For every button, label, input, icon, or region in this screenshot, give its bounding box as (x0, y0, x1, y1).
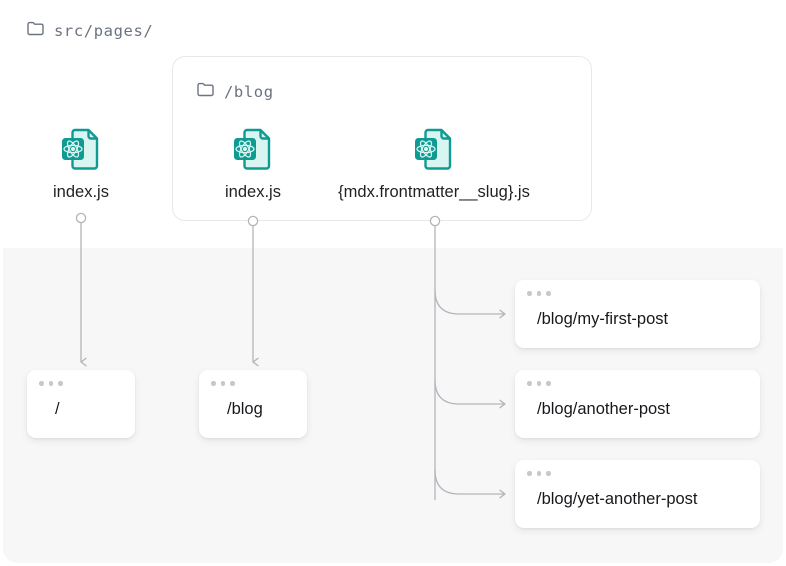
file-node-root-index[interactable]: index.js (0, 124, 162, 202)
breadcrumb-src-pages: src/pages/ (27, 21, 153, 40)
file-label: index.js (225, 183, 281, 201)
route-card-blog[interactable]: /blog (199, 370, 307, 438)
window-dots-icon (527, 381, 551, 386)
route-url: /blog (227, 400, 263, 418)
breadcrumb-src-pages-label: src/pages/ (54, 21, 154, 40)
react-file-icon (227, 124, 279, 172)
window-dots-icon (211, 381, 235, 386)
file-node-blog-slug[interactable]: {mdx.frontmatter__slug}.js (334, 124, 534, 202)
file-label: index.js (53, 183, 109, 201)
window-dots-icon (39, 381, 63, 386)
folder-icon (197, 82, 215, 101)
blog-folder-label: /blog (224, 82, 274, 101)
react-file-icon (55, 124, 107, 172)
route-card-yet-another-post[interactable]: /blog/yet-another-post (515, 460, 760, 528)
route-url: /blog/another-post (537, 400, 671, 418)
route-url: /blog/yet-another-post (537, 490, 698, 508)
file-label: {mdx.frontmatter__slug}.js (338, 183, 530, 201)
file-node-blog-index[interactable]: index.js (172, 124, 334, 202)
route-card-another-post[interactable]: /blog/another-post (515, 370, 760, 438)
folder-icon (27, 21, 45, 40)
route-card-my-first-post[interactable]: /blog/my-first-post (515, 280, 760, 348)
route-url: /blog/my-first-post (537, 310, 669, 328)
window-dots-icon (527, 291, 551, 296)
route-card-root[interactable]: / (27, 370, 135, 438)
route-url: / (55, 400, 60, 418)
window-dots-icon (527, 471, 551, 476)
blog-folder-label-row: /blog (197, 82, 274, 101)
react-file-icon (408, 124, 460, 172)
